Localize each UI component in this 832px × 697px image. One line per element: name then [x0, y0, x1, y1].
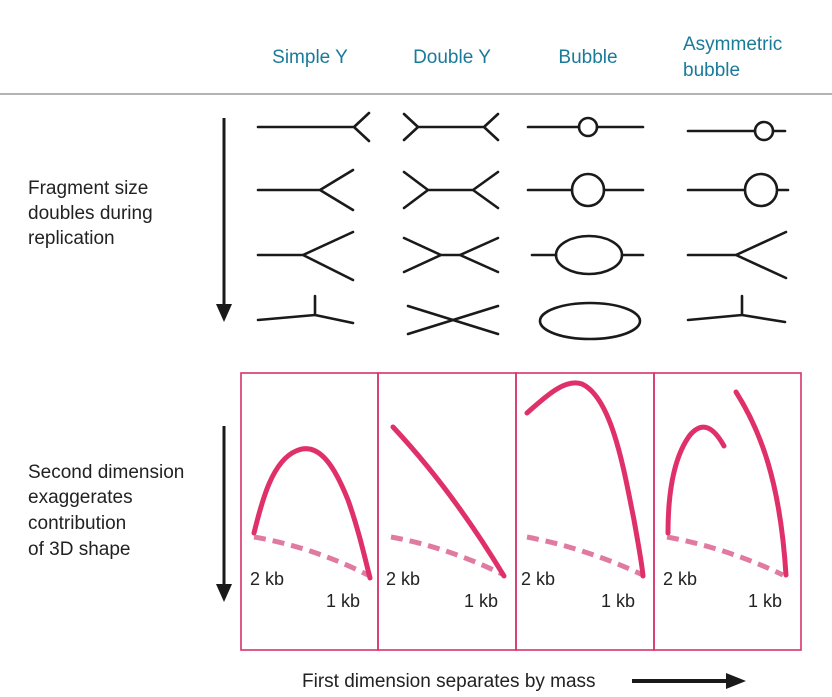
arc-asymmetric-curve-right: [733, 389, 789, 578]
kb-small-asymmetric: 1 kb: [748, 591, 782, 611]
kb-small-simple-y: 1 kb: [326, 591, 360, 611]
arc-double-y: 2 kb 1 kb: [386, 424, 507, 611]
gel-panels: [240, 372, 802, 651]
bottom-label-line1: Second dimension: [28, 462, 184, 483]
bottom-label-line3: contribution: [28, 513, 126, 534]
kb-large-simple-y: 2 kb: [250, 569, 284, 589]
simple-y-step-2: [256, 168, 355, 212]
kb-large-asymmetric: 2 kb: [663, 569, 697, 589]
top-label-line1: Fragment size: [28, 178, 148, 199]
header-bubble: Bubble: [558, 47, 617, 68]
header-double-y: Double Y: [413, 47, 491, 68]
asymmetric-step-1: [686, 120, 787, 142]
simple-y-step-4: [256, 294, 355, 325]
caption-arrowhead: [726, 673, 746, 689]
double-y-step-2: [402, 170, 500, 210]
column-headers: Simple Y Double Y Bubble Asymmetric bubb…: [272, 34, 782, 81]
caption-text: First dimension separates by mass: [302, 671, 596, 692]
kb-small-bubble: 1 kb: [601, 591, 635, 611]
arc-simple-y: 2 kb 1 kb: [250, 446, 373, 611]
arc-asymmetric-bubble: 2 kb 1 kb: [663, 389, 789, 611]
arc-bubble: 2 kb 1 kb: [521, 380, 646, 611]
simple-y-shapes: [256, 111, 371, 325]
double-y-step-3: [402, 236, 500, 274]
bottom-down-arrow: [216, 426, 232, 602]
panel-asymmetric-bubble: [653, 372, 802, 651]
simple-y-step-3: [256, 230, 355, 282]
double-y-step-4: [406, 304, 500, 336]
kb-large-bubble: 2 kb: [521, 569, 555, 589]
top-down-arrow: [216, 118, 232, 322]
asymmetric-step-4: [686, 294, 787, 324]
asymmetric-step-3: [686, 230, 788, 280]
arc-bubble-reference: [526, 534, 645, 578]
double-y-step-1: [402, 112, 500, 142]
arc-asymmetric-curve-left: [665, 424, 727, 536]
header-simple-y: Simple Y: [272, 47, 348, 68]
header-asymmetric-line2: bubble: [683, 60, 740, 81]
bubble-step-3: [530, 234, 645, 276]
arc-simple-y-curve: [251, 446, 373, 581]
first-dimension-caption: First dimension separates by mass: [302, 671, 746, 692]
bubble-step-2: [526, 172, 645, 208]
bubble-step-1: [526, 116, 645, 138]
double-y-shapes: [402, 112, 500, 336]
arc-asymmetric-reference: [666, 534, 785, 578]
top-label-line2: doubles during: [28, 203, 153, 224]
kb-small-double-y: 1 kb: [464, 591, 498, 611]
bottom-side-label: Second dimension exaggerates contributio…: [28, 462, 184, 560]
simple-y-step-1: [256, 111, 371, 143]
bottom-label-line4: of 3D shape: [28, 539, 130, 560]
bubble-step-4: [538, 301, 642, 341]
top-side-label: Fragment size doubles during replication: [28, 178, 153, 249]
header-asymmetric-line1: Asymmetric: [683, 34, 782, 55]
asymmetric-step-2: [686, 172, 790, 208]
kb-large-double-y: 2 kb: [386, 569, 420, 589]
bottom-label-line2: exaggerates: [28, 487, 133, 508]
top-label-line3: replication: [28, 228, 115, 249]
bubble-shapes: [526, 116, 645, 341]
arc-double-y-reference: [390, 534, 506, 578]
arc-bubble-curve: [524, 380, 646, 579]
asymmetric-bubble-shapes: [686, 120, 790, 324]
arc-simple-y-reference: [253, 534, 370, 578]
arc-double-y-curve: [390, 424, 507, 579]
